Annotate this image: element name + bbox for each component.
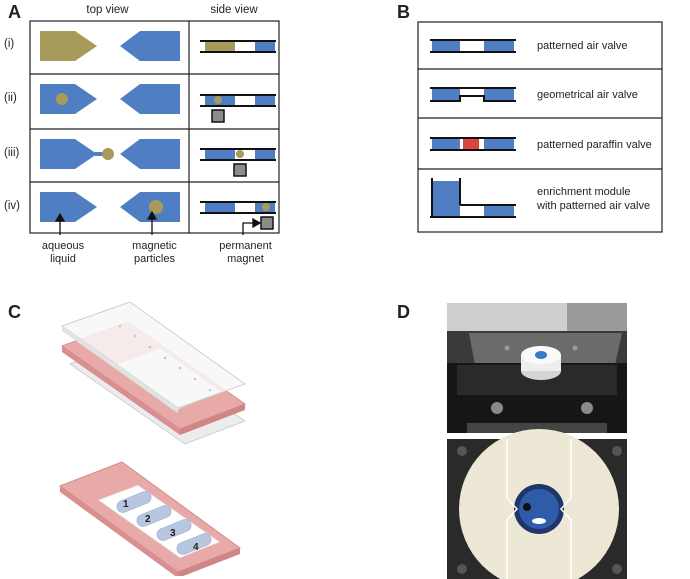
row-label-iv: (iv)	[4, 200, 20, 212]
enrichment-module-icon	[430, 178, 516, 218]
chamber-group	[116, 491, 212, 555]
label-aqueous-liquid: aqueous liquid	[41, 240, 85, 265]
row-label-iii: (iii)	[4, 147, 20, 159]
row-iv-top-view	[40, 192, 180, 222]
patterned-paraffin-valve-icon	[430, 137, 516, 151]
row-i-top-view	[40, 31, 180, 61]
panel-b-grid	[417, 21, 663, 233]
annotation-arrows	[54, 210, 262, 235]
row-i-side-view	[200, 40, 276, 53]
panel-label-d: D	[397, 302, 410, 322]
label-patterned-paraffin-valve: patterned paraffin valve	[537, 139, 652, 151]
top-slide	[60, 301, 247, 409]
row-ii-top-view	[40, 84, 180, 114]
label-geometrical-air-valve: geometrical air valve	[537, 89, 638, 101]
label-patterned-air-valve: patterned air valve	[537, 40, 628, 52]
label-permanent-magnet: permanent magnet	[219, 240, 272, 265]
panel-b-figure	[417, 21, 663, 233]
panel-label-c: C	[8, 302, 21, 322]
panel-c-chip-illustration: 1 2 3 4	[58, 301, 247, 576]
photo-instrument-setup	[447, 303, 627, 433]
row-label-ii: (ii)	[4, 92, 17, 104]
chamber-label-2: 2	[145, 514, 151, 525]
photo-device-closeup	[447, 429, 627, 579]
geometrical-air-valve-icon	[430, 87, 516, 102]
panel-label-a: A	[8, 2, 21, 22]
label-magnetic-particles: magnetic particles	[132, 240, 177, 265]
panel-a-figure	[29, 20, 280, 235]
label-enrichment-module: enrichment module with patterned air val…	[537, 186, 651, 212]
row-ii-side-view	[200, 94, 276, 123]
row-iii-side-view	[200, 148, 276, 177]
panel-a-grid	[29, 20, 280, 234]
header-side-view: side view	[210, 4, 258, 16]
panel-label-b: B	[397, 2, 410, 22]
row-iii-top-view	[40, 139, 180, 169]
top-slide-holes	[118, 324, 212, 392]
chamber-label-1: 1	[123, 499, 129, 510]
chamber-label-3: 3	[170, 528, 176, 539]
patterned-air-valve-icon	[430, 39, 516, 53]
panel-d-photos	[447, 303, 627, 579]
row-label-i: (i)	[4, 38, 15, 50]
row-iv-side-view	[200, 201, 276, 230]
chamber-label-4: 4	[193, 542, 199, 553]
header-top-view: top view	[86, 4, 129, 16]
